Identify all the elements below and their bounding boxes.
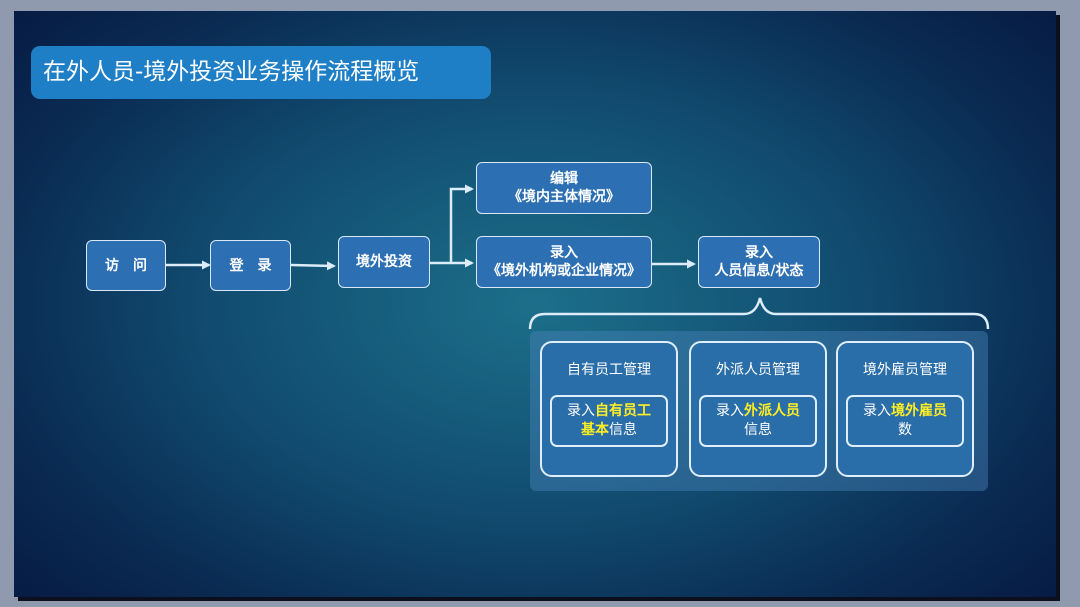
card-own-staff-highlight-2: 基本 bbox=[581, 422, 609, 438]
page-title: 在外人员-境外投资业务操作流程概览 bbox=[31, 46, 491, 99]
card-own-staff-title: 自有员工管理 bbox=[567, 362, 651, 378]
card-local-hire-title: 境外雇员管理 bbox=[863, 362, 947, 378]
record-personnel-box: 录入 人员信息/状态 bbox=[698, 236, 820, 288]
card-local-hire-inner: 录入境外雇员 数 bbox=[846, 395, 964, 447]
card-own-staff-pre: 录入 bbox=[567, 403, 595, 419]
record-personnel-line2: 人员信息/状态 bbox=[714, 263, 804, 279]
card-expatriate-highlight: 外派人员 bbox=[744, 403, 800, 419]
edit-domestic-box: 编辑 《境内主体情况》 bbox=[476, 162, 652, 214]
card-expatriate-pre: 录入 bbox=[716, 403, 744, 419]
edit-domestic-line1: 编辑 bbox=[550, 171, 578, 187]
slide: 在外人员-境外投资业务操作流程概览 访问 登录 境外投资 编辑 《境内主体情况》 bbox=[14, 11, 1056, 597]
arrow-login-investment bbox=[290, 261, 336, 271]
login-label: 登录 bbox=[229, 257, 286, 274]
card-expatriate: 外派人员管理 录入外派人员 信息 bbox=[689, 341, 827, 477]
login-box: 登录 bbox=[210, 240, 291, 291]
record-overseas-line2: 《境外机构或企业情况》 bbox=[487, 263, 641, 279]
flow-connectors bbox=[166, 184, 990, 330]
card-expatriate-post: 信息 bbox=[744, 422, 772, 438]
record-overseas-line1: 录入 bbox=[550, 245, 578, 261]
card-own-staff-highlight: 自有员工 bbox=[595, 403, 651, 419]
card-local-hire: 境外雇员管理 录入境外雇员 数 bbox=[836, 341, 974, 477]
record-personnel-line1: 录入 bbox=[745, 245, 773, 261]
overseas-investment-label: 境外投资 bbox=[356, 254, 412, 270]
card-own-staff: 自有员工管理 录入自有员工 基本信息 bbox=[540, 341, 678, 477]
card-expatriate-title: 外派人员管理 bbox=[716, 362, 800, 378]
card-own-staff-inner: 录入自有员工 基本信息 bbox=[550, 395, 668, 447]
visit-label: 访问 bbox=[105, 257, 161, 274]
card-local-hire-highlight: 境外雇员 bbox=[891, 403, 947, 419]
card-own-staff-post: 信息 bbox=[609, 422, 637, 438]
card-local-hire-post: 数 bbox=[898, 422, 912, 438]
brace bbox=[528, 297, 990, 330]
card-local-hire-pre: 录入 bbox=[863, 403, 891, 419]
visit-box: 访问 bbox=[86, 240, 166, 291]
overseas-investment-box: 境外投资 bbox=[338, 236, 430, 288]
card-expatriate-inner: 录入外派人员 信息 bbox=[699, 395, 817, 447]
edit-domestic-line2: 《境内主体情况》 bbox=[508, 189, 620, 205]
arrow-to-edit-domestic bbox=[449, 184, 474, 263]
record-overseas-box: 录入 《境外机构或企业情况》 bbox=[476, 236, 652, 288]
